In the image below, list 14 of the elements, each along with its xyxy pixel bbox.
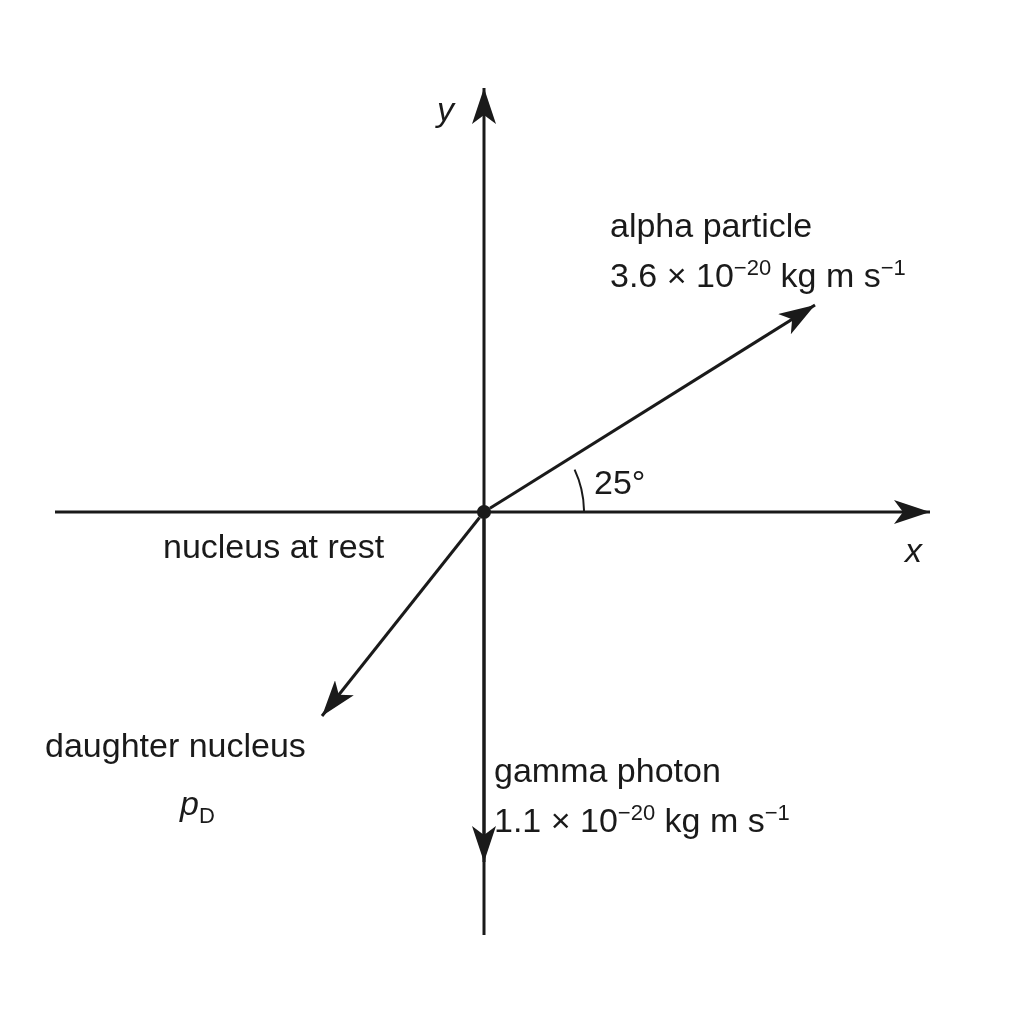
momentum-value: 3.6 × 10$^{−20}$ kg m s$^{−1}$ — [610, 253, 906, 296]
origin-dot — [477, 505, 491, 519]
particle-name: daughter nucleus — [45, 725, 306, 766]
node-caption: nucleus at rest — [163, 526, 385, 567]
particle-name: gamma photon — [494, 750, 722, 791]
momentum-value: 1.1 × 10$^{−20}$ kg m s$^{−1}$ — [494, 798, 790, 841]
momentum-arrow — [489, 303, 816, 510]
angle-label: 25° — [594, 462, 646, 503]
axis-label: x — [905, 530, 922, 571]
momentum-arrow — [472, 519, 496, 862]
momentum-arrow — [320, 516, 481, 717]
momentum-symbol: p$_{D}$ — [178, 783, 216, 828]
axis-label: y — [437, 89, 454, 130]
particle-name: alpha particle — [610, 205, 814, 246]
